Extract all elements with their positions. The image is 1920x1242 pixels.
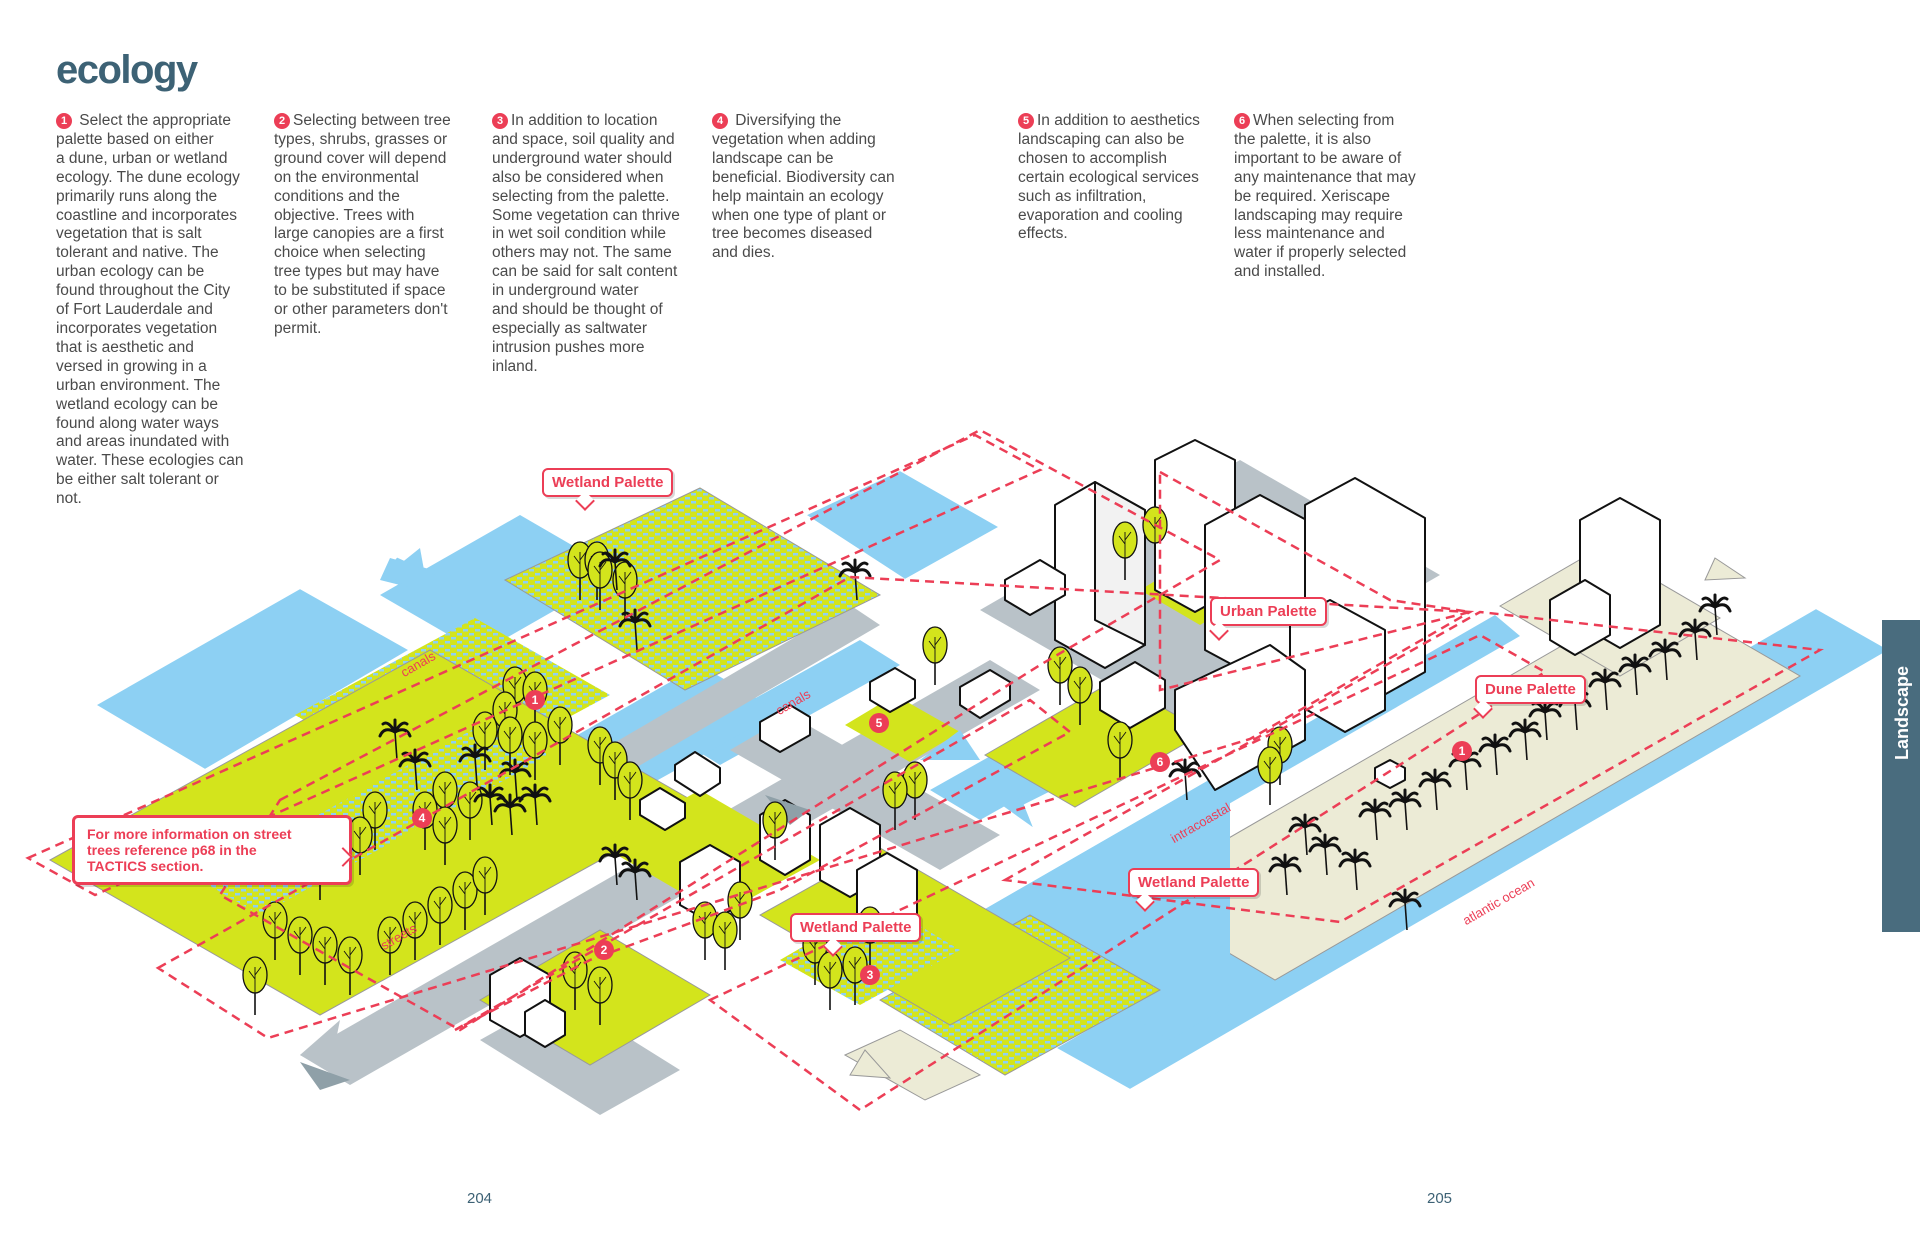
section-tab-label: Landscape <box>1892 665 1912 760</box>
text-column-4: 4 Diversifying the vegetation when addin… <box>712 112 895 263</box>
callout-label: Wetland Palette <box>800 919 912 936</box>
marker-badge-2: 2 <box>594 940 614 960</box>
callout-label: Urban Palette <box>1220 603 1317 620</box>
callout-label: Wetland Palette <box>1138 874 1250 891</box>
step-number-badge: 4 <box>712 113 728 129</box>
column-text: In addition to location and space, soil … <box>492 112 680 375</box>
step-number-badge: 3 <box>492 113 508 129</box>
page-number-right: 205 <box>1427 1190 1453 1207</box>
step-number-badge: 5 <box>1018 113 1034 129</box>
page-title: ecology <box>56 48 198 92</box>
callout-label: Dune Palette <box>1485 681 1576 698</box>
wetland-palette-callout-right: Wetland Palette <box>1128 868 1260 897</box>
marker-badge-5: 5 <box>869 713 889 733</box>
marker-badge-4: 4 <box>412 808 432 828</box>
marker-badge-1: 1 <box>525 690 545 710</box>
wetland-palette-callout-top: Wetland Palette <box>542 468 674 497</box>
column-text: Diversifying the vegetation when adding … <box>712 112 895 262</box>
marker-badge-6: 6 <box>1150 752 1170 772</box>
column-text: When selecting from the palette, it is a… <box>1234 112 1416 281</box>
step-number-badge: 1 <box>56 113 72 129</box>
dune-palette-callout: Dune Palette <box>1475 675 1586 704</box>
column-text: In addition to aesthetics landscaping ca… <box>1018 112 1200 243</box>
wetland-palette-callout-bottom: Wetland Palette <box>790 913 922 942</box>
page-number-left: 204 <box>467 1190 493 1207</box>
step-number-badge: 6 <box>1234 113 1250 129</box>
marker-badge-dune-1: 1 <box>1452 741 1472 761</box>
text-column-1: 1 Select the appropriate palette based o… <box>56 112 244 509</box>
callout-label: For more information on street trees ref… <box>87 826 292 874</box>
column-text: Selecting between tree types, shrubs, gr… <box>274 112 451 337</box>
step-number-badge: 2 <box>274 113 290 129</box>
urban-palette-callout: Urban Palette <box>1210 597 1327 626</box>
marker-badge-3: 3 <box>860 965 880 985</box>
section-tab[interactable]: Landscape <box>1882 620 1920 932</box>
column-text: Select the appropriate palette based on … <box>56 112 244 508</box>
callout-label: Wetland Palette <box>552 474 664 491</box>
street-trees-reference-callout: For more information on street trees ref… <box>72 815 352 885</box>
